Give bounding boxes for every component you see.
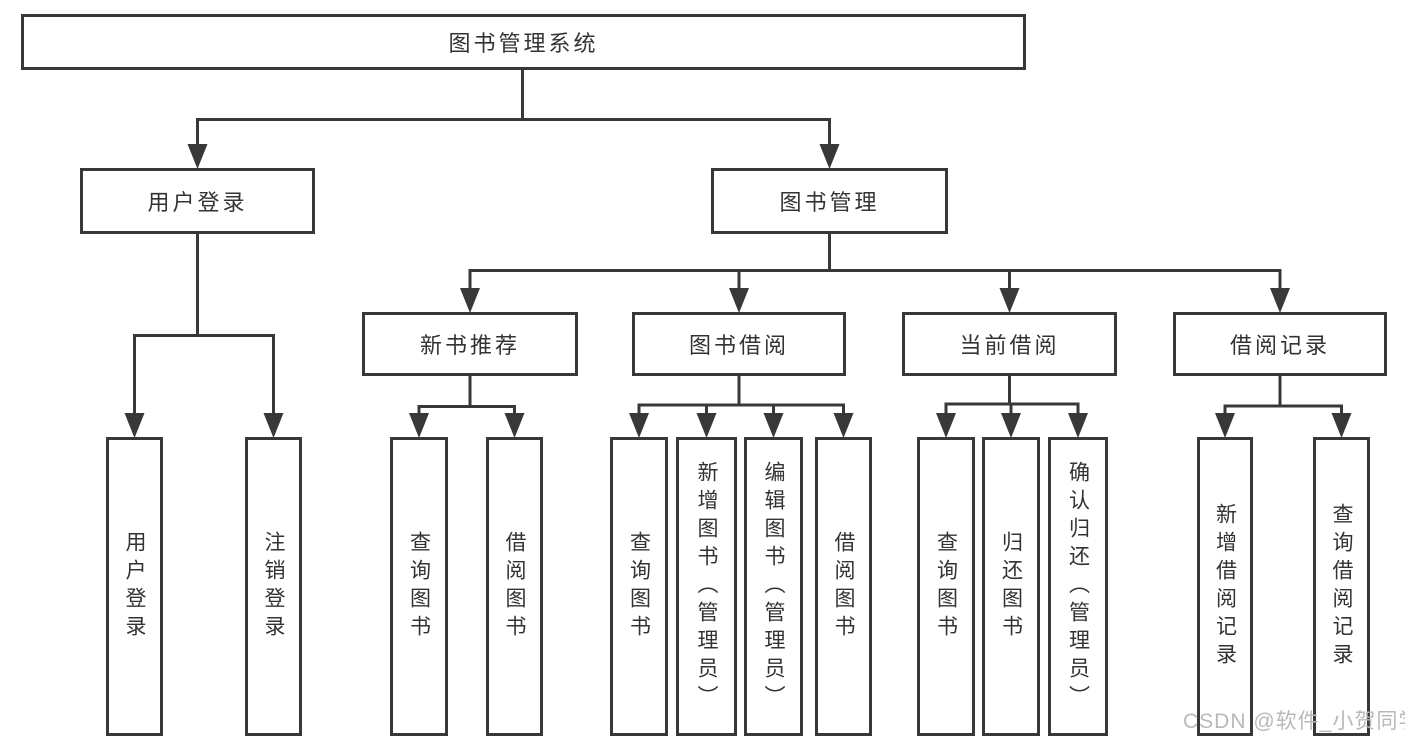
- connector-book-management-children: [468, 232, 1282, 292]
- arrowhead-down-icon: [1270, 288, 1290, 313]
- arrowhead-down-icon: [1331, 413, 1352, 438]
- leaf-add-book-admin-label: 新增图书（管理员）: [695, 460, 718, 713]
- node-user-login: 用户登录: [80, 168, 315, 234]
- node-book-management: 图书管理: [711, 168, 948, 234]
- leaf-return-books-label: 归还图书: [999, 530, 1023, 643]
- leaf-query-books-current-label: 查询图书: [934, 530, 958, 643]
- node-user-login-label: 用户登录: [147, 190, 248, 215]
- connector-user-login-children: [133, 232, 275, 417]
- leaf-query-borrow-record-label: 查询借阅记录: [1330, 502, 1353, 671]
- leaf-confirm-return-admin-label: 确认归还（管理员）: [1066, 460, 1090, 713]
- arrowhead-down-icon: [409, 413, 429, 438]
- arrowhead-down-icon: [819, 144, 840, 169]
- arrowhead-down-icon: [833, 413, 854, 438]
- node-borrowing-records: 借阅记录: [1173, 312, 1387, 376]
- arrowhead-down-icon: [263, 413, 284, 438]
- node-borrowing-records-label: 借阅记录: [1229, 333, 1330, 358]
- leaf-add-book-admin: 新增图书（管理员）: [676, 437, 737, 736]
- leaf-query-borrow-record: 查询借阅记录: [1313, 437, 1370, 736]
- leaf-confirm-return-admin: 确认归还（管理员）: [1048, 437, 1108, 736]
- leaf-query-books-borrowing-label: 查询图书: [627, 530, 651, 643]
- leaf-user-login: 用户登录: [106, 437, 163, 736]
- arrowhead-down-icon: [936, 413, 956, 438]
- leaf-user-login-label: 用户登录: [123, 530, 146, 643]
- leaf-borrow-books: 借阅图书: [815, 437, 872, 736]
- node-root-system: 图书管理系统: [21, 14, 1026, 70]
- leaf-query-books-borrowing: 查询图书: [610, 437, 668, 736]
- connector-current-borrowing-children: [944, 374, 1080, 417]
- arrowhead-down-icon: [1001, 413, 1021, 438]
- csdn-watermark: CSDN @软件_小贺同学: [1183, 710, 1405, 733]
- arrowhead-down-icon: [763, 413, 784, 438]
- leaf-logout: 注销登录: [245, 437, 302, 736]
- leaf-query-books-current: 查询图书: [917, 437, 975, 736]
- connector-new-book-children: [417, 374, 516, 417]
- arrowhead-down-icon: [1215, 413, 1235, 438]
- arrowhead-down-icon: [999, 288, 1020, 313]
- node-new-book-recommend-label: 新书推荐: [419, 333, 520, 358]
- leaf-query-books-recommend: 查询图书: [390, 437, 448, 736]
- arrowhead-down-icon: [187, 144, 208, 169]
- leaf-edit-book-admin: 编辑图书（管理员）: [744, 437, 803, 736]
- node-current-borrowing: 当前借阅: [902, 312, 1117, 376]
- leaf-add-borrow-record: 新增借阅记录: [1197, 437, 1253, 736]
- node-current-borrowing-label: 当前借阅: [959, 333, 1060, 358]
- arrowhead-down-icon: [1068, 413, 1088, 438]
- leaf-borrow-books-label: 借阅图书: [832, 530, 855, 643]
- arrowhead-down-icon: [460, 288, 480, 313]
- leaf-return-books: 归还图书: [982, 437, 1040, 736]
- node-book-borrowing: 图书借阅: [632, 312, 846, 376]
- node-book-borrowing-label: 图书借阅: [688, 333, 789, 358]
- leaf-borrow-books-recommend: 借阅图书: [486, 437, 543, 736]
- leaf-edit-book-admin-label: 编辑图书（管理员）: [762, 460, 785, 713]
- connector-book-borrowing-children: [637, 374, 845, 417]
- arrowhead-down-icon: [504, 413, 525, 438]
- connector-borrow-records-children: [1223, 374, 1343, 417]
- leaf-add-borrow-record-label: 新增借阅记录: [1213, 502, 1237, 671]
- arrowhead-down-icon: [696, 413, 717, 438]
- node-book-management-label: 图书管理: [779, 190, 880, 215]
- connector-root-to-level2: [196, 68, 831, 148]
- arrowhead-down-icon: [729, 288, 749, 313]
- node-root-system-label: 图书管理系统: [448, 31, 599, 56]
- arrowhead-down-icon: [629, 413, 649, 438]
- arrowhead-down-icon: [124, 413, 145, 438]
- leaf-query-books-recommend-label: 查询图书: [407, 530, 431, 643]
- leaf-logout-label: 注销登录: [262, 530, 285, 643]
- leaf-borrow-books-recommend-label: 借阅图书: [503, 530, 526, 643]
- node-new-book-recommend: 新书推荐: [362, 312, 578, 376]
